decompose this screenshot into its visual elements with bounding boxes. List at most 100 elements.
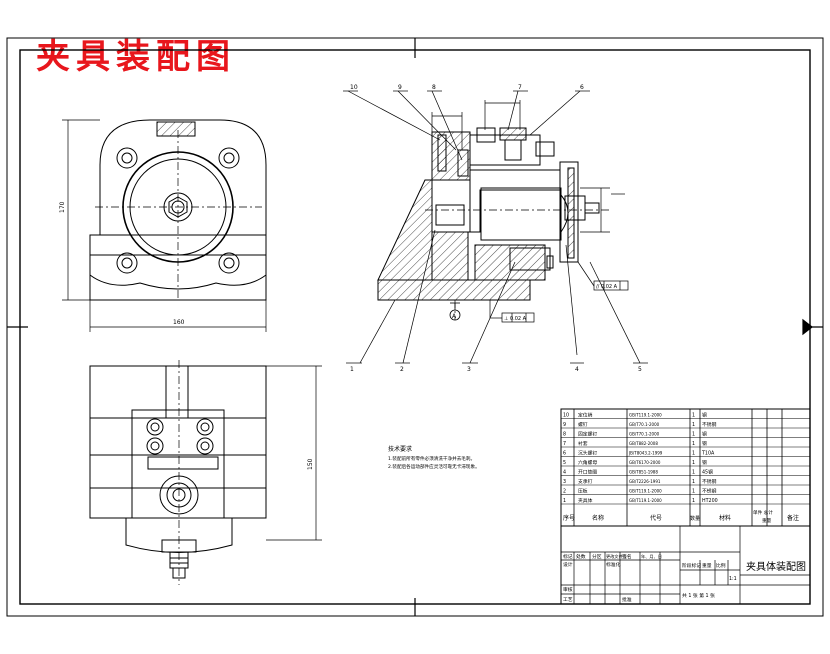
header-name: 名称 [592, 514, 604, 522]
section-dimensions [431, 100, 625, 241]
parts-cell: 1 [563, 498, 566, 504]
parts-cell: 1 [692, 432, 695, 438]
datum-a [449, 302, 461, 321]
front-view-dimensions [62, 119, 267, 332]
header-remarks: 备注 [787, 514, 799, 522]
parts-list: 10 定位销 GB/T119.1-2000 1 钢 9 螺钉 GB/T70.1-2000 1 不锈… [563, 412, 718, 505]
title-block-name: 夹具体装配图 [746, 560, 806, 573]
parts-cell: GB/T70.1-2000 [629, 422, 660, 427]
tb-weight: 重量 [702, 562, 712, 569]
tb-scale-value: 1:1 [729, 576, 737, 582]
notes-title: 技术要求 [388, 445, 412, 453]
parts-cell: 定位销 [578, 412, 593, 419]
tb-standard: 标准化 [606, 561, 621, 568]
parts-cell: 3 [563, 479, 566, 485]
parts-cell: 8 [563, 432, 566, 438]
notes-line-1: 1.装配前所有零件必须清洗干净并去毛刺。 [388, 455, 475, 462]
parts-cell: 六角螺母 [578, 459, 597, 466]
callout-3: 3 [467, 366, 471, 373]
parts-cell: 4 [563, 470, 566, 476]
callout-1: 1 [350, 366, 354, 373]
parts-cell: 1 [692, 413, 695, 419]
parts-cell: 压板 [578, 488, 588, 495]
parts-cell: GB/T2226-1991 [629, 479, 661, 484]
parts-cell: JB/T8043.2-1999 [628, 451, 663, 456]
title-block-grid [560, 525, 811, 605]
parts-cell: 钢 [702, 440, 707, 447]
parts-cell: GB/T6170-2000 [629, 460, 661, 465]
callout-8: 8 [432, 84, 436, 91]
parts-cell: 1 [692, 460, 695, 466]
parts-cell: 1 [692, 479, 695, 485]
parts-cell: 1 [692, 422, 695, 428]
tb-docno: 更改文件号 [606, 553, 627, 560]
header-material: 材料 [719, 514, 731, 522]
callout-numbers: 10 9 8 7 6 1 2 3 4 5 [350, 84, 642, 373]
parts-cell: 1 [692, 498, 695, 504]
parts-cell: 1 [692, 441, 695, 447]
callout-9: 9 [398, 84, 402, 91]
callout-10: 10 [350, 84, 358, 91]
parts-cell: HT200 [702, 498, 718, 504]
tb-design: 设计 [563, 561, 573, 568]
parts-cell: T10A [701, 451, 715, 457]
parts-cell: GB/T882-2008 [629, 441, 658, 446]
parts-cell: 钢 [702, 431, 707, 438]
parts-cell: 不锈钢 [702, 421, 717, 428]
parts-cell: 6 [563, 451, 566, 457]
header-code: 代号 [650, 514, 662, 522]
tb-count: 处数 [576, 553, 586, 560]
front-view [89, 119, 267, 301]
tb-mark: 标记 [563, 553, 573, 560]
parts-cell: 9 [563, 422, 566, 428]
parts-cell: 沉头螺钉 [578, 450, 597, 457]
title-block: 夹具体装配图 标记 处数 分区 更改文件号 签名 年、月、日 阶段标记 重量 比… [563, 553, 806, 603]
parts-cell: 衬套 [578, 440, 588, 447]
parts-cell: 螺钉 [578, 421, 588, 428]
gdt-frame-2 [577, 261, 629, 291]
tb-zone: 分区 [592, 553, 602, 560]
parts-cell: 2 [563, 489, 566, 495]
parts-cell: GB/T70.1-2000 [629, 432, 660, 437]
gdt-text-1: ⊥ 0.02 A [504, 316, 527, 322]
parts-cell: GB/T119.1-2000 [629, 413, 662, 418]
datum-label: A [452, 313, 457, 320]
callout-6: 6 [580, 84, 584, 91]
parts-cell: 不锈钢 [702, 478, 717, 485]
parts-cell: 不锈钢 [702, 488, 717, 495]
dim-height-plan: 150 [307, 458, 314, 470]
parts-cell: 固定螺钉 [578, 431, 597, 438]
parts-cell: 钢 [702, 459, 707, 466]
callout-5: 5 [638, 366, 642, 373]
plan-view [89, 360, 267, 585]
header-weight: 重量 [762, 517, 772, 524]
header-unit-total: 单件 总计 [753, 509, 773, 516]
parts-cell: 5 [563, 460, 566, 466]
parts-cell: 1 [692, 451, 695, 457]
header-qty: 数量 [690, 515, 700, 522]
parts-cell: 7 [563, 441, 566, 447]
tb-sheets: 共 1 张 第 1 张 [682, 592, 715, 599]
callout-4: 4 [575, 366, 579, 373]
tb-process: 工艺 [563, 597, 573, 603]
parts-cell: GB/T851-1988 [629, 470, 658, 475]
parts-cell: 1 [692, 489, 695, 495]
parts-cell: 钢 [702, 412, 707, 419]
tb-scale: 比例 [716, 562, 726, 569]
section-view [377, 127, 612, 320]
dim-height-left: 170 [59, 201, 66, 213]
parts-cell: GB/T119.1-2000 [629, 489, 662, 494]
parts-cell: 45钢 [702, 469, 713, 476]
parts-cell: 支承钉 [578, 478, 593, 485]
parts-cell: 1 [692, 470, 695, 476]
parts-list-header: 序号 名称 代号 数量 材料 单件 总计 重量 备注 [563, 509, 799, 524]
tb-signature: 签名 [622, 553, 632, 560]
centering-marks [7, 38, 823, 616]
parts-list-grid [560, 408, 811, 527]
plan-view-dimensions [266, 365, 322, 541]
header-index: 序号 [563, 514, 575, 522]
parts-cell: 10 [563, 413, 569, 419]
tb-date: 年、月、日 [641, 553, 662, 560]
gdt-text-2: // 0.02 A [596, 284, 618, 290]
